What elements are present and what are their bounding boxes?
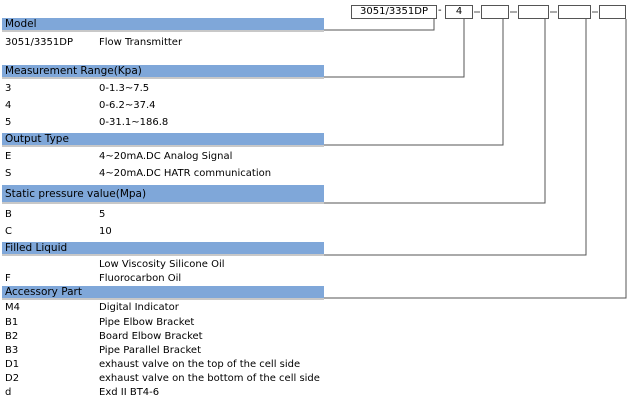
- static-desc: 10: [99, 226, 112, 237]
- static-code: B: [5, 209, 12, 220]
- output-desc: 4~20mA.DC Analog Signal: [99, 151, 233, 162]
- connector-range: [324, 19, 465, 78]
- code-box-output: [481, 5, 509, 19]
- accessory-desc: exhaust valve on the bottom of the cell …: [99, 373, 320, 384]
- accessory-code: M4: [5, 302, 20, 313]
- range-desc: 0-31.1~186.8: [99, 117, 169, 128]
- accessory-desc: exhaust valve on the top of the cell sid…: [99, 359, 301, 370]
- filled-code: F: [5, 273, 11, 284]
- model-code: 3051/3351DP: [5, 37, 73, 48]
- code-box-range: 4: [445, 5, 473, 19]
- range-code: 3: [5, 83, 12, 94]
- code-box-filled: [558, 5, 591, 19]
- output-code: E: [5, 151, 12, 162]
- output-desc: 4~20mA.DC HATR communication: [99, 168, 272, 179]
- section-range-header: Measurement Range(Kpa): [2, 65, 324, 79]
- accessory-desc: Pipe Parallel Bracket: [99, 345, 201, 356]
- filled-desc: Fluorocarbon Oil: [99, 273, 182, 284]
- code-box-static: [518, 5, 549, 19]
- accessory-code: D2: [5, 373, 20, 384]
- code-dash: -: [438, 5, 442, 16]
- static-code: C: [5, 226, 12, 237]
- section-static-header: Static pressure value(Mpa): [2, 185, 324, 204]
- accessory-code: B3: [5, 345, 19, 356]
- code-box-model: 3051/3351DP: [351, 5, 437, 19]
- connector-accessory: [324, 19, 627, 299]
- connector-output: [324, 19, 504, 146]
- accessory-desc: Digital Indicator: [99, 302, 179, 313]
- section-output-header: Output Type: [2, 133, 324, 147]
- accessory-desc: Board Elbow Bracket: [99, 331, 203, 342]
- range-desc: 0-1.3~7.5: [99, 83, 150, 94]
- static-desc: 5: [99, 209, 106, 220]
- section-filled-header: Filled Liquid: [2, 242, 324, 256]
- accessory-code: B2: [5, 331, 19, 342]
- connector-filled: [324, 19, 587, 256]
- code-box-accessory: [599, 5, 626, 19]
- range-code: 5: [5, 117, 12, 128]
- range-code: 4: [5, 100, 12, 111]
- accessory-desc: Pipe Elbow Bracket: [99, 317, 195, 328]
- filled-desc: Low Viscosity Silicone Oil: [99, 259, 225, 270]
- connector-static: [324, 19, 546, 204]
- accessory-code: d: [5, 387, 12, 398]
- range-desc: 0-6.2~37.4: [99, 100, 156, 111]
- model-desc: Flow Transmitter: [99, 37, 183, 48]
- connector-model: [324, 19, 435, 31]
- accessory-code: D1: [5, 359, 20, 370]
- section-accessory-header: Accessory Part: [2, 286, 324, 300]
- accessory-desc: Exd II BT4-6: [99, 387, 160, 398]
- accessory-code: B1: [5, 317, 19, 328]
- output-code: S: [5, 168, 12, 179]
- section-model-header: Model: [2, 18, 324, 32]
